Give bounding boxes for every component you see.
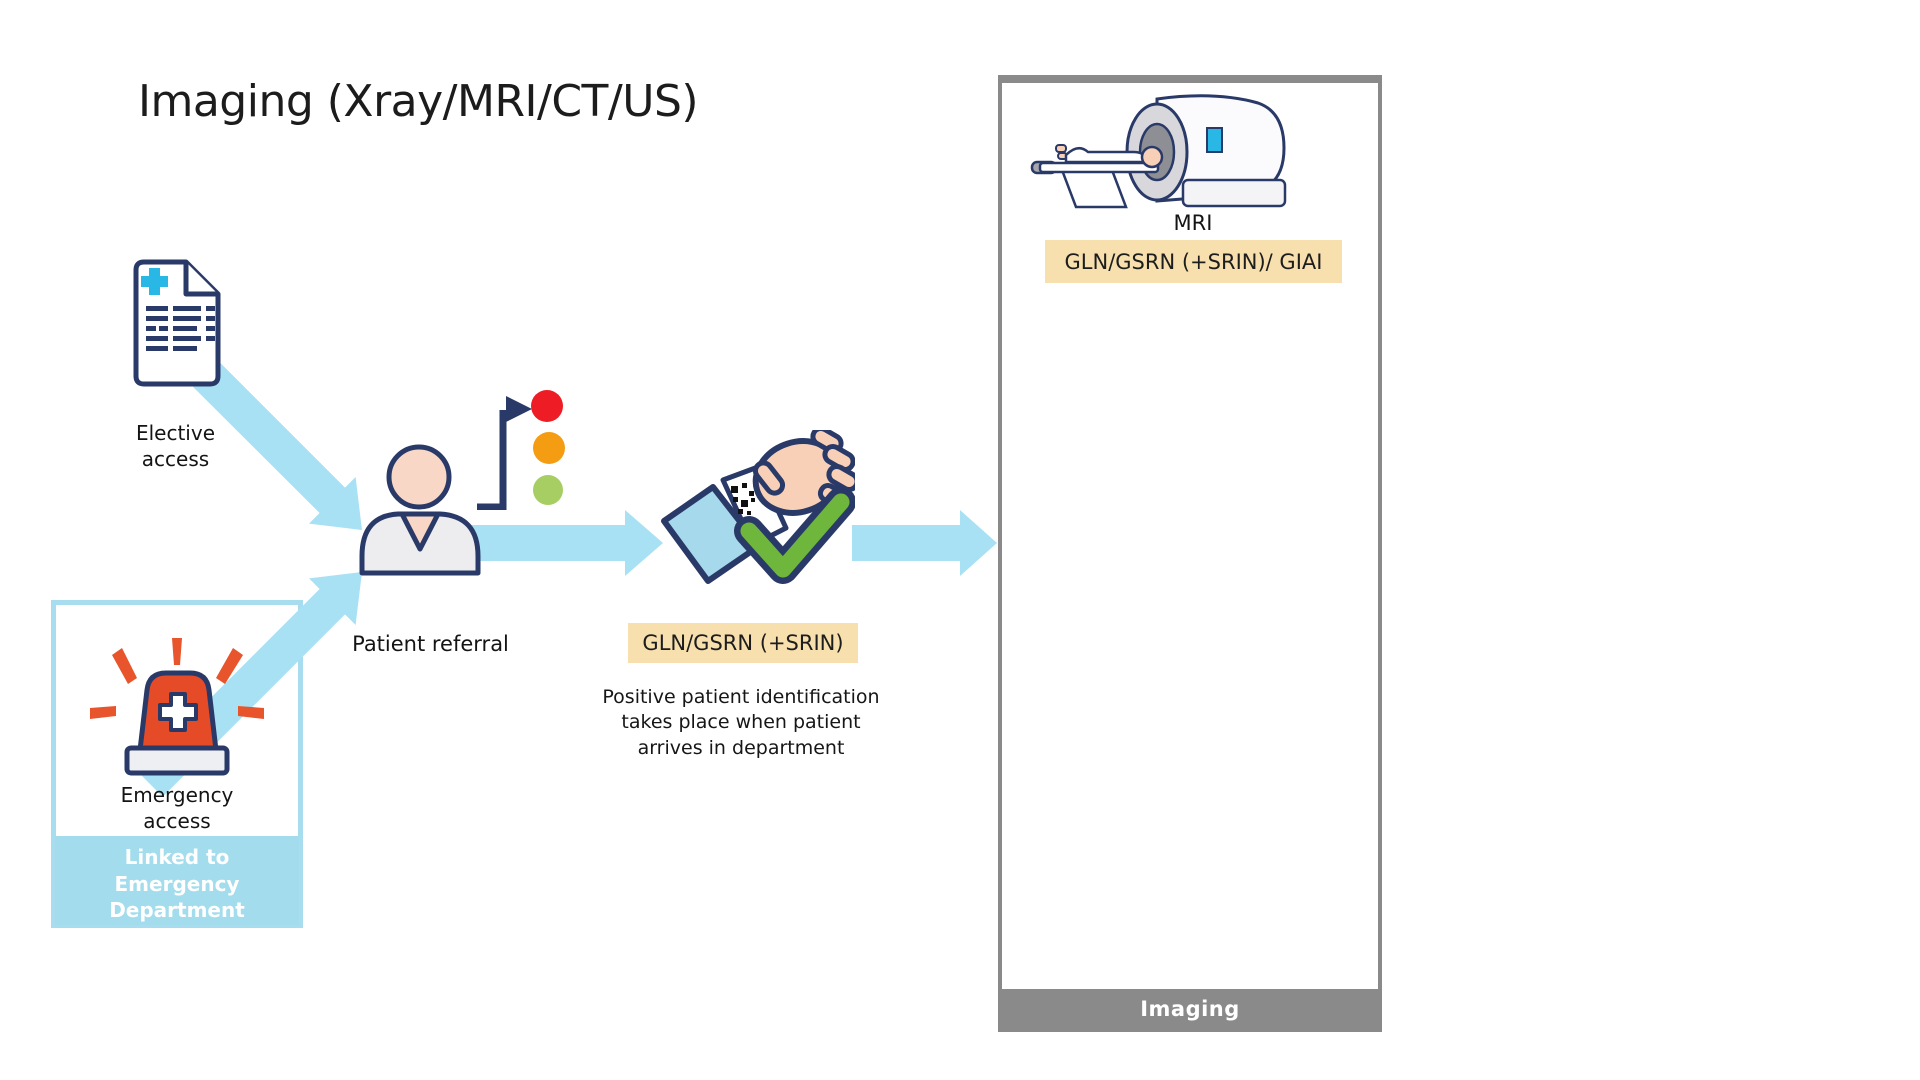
page-title: Imaging (Xray/MRI/CT/US) [138,76,699,127]
linked-to-ed-banner: Linked to Emergency Department [55,836,299,925]
traffic-light-red [531,390,563,422]
mri-scanner-icon [1030,94,1287,209]
patient-icon [359,444,481,576]
traffic-light-green [533,475,563,505]
arrow-identification-to-imaging [852,510,997,576]
traffic-light-amber [533,432,565,464]
traffic-light-icon [477,390,565,510]
wristband-qr-pattern [731,483,755,515]
emergency-siren-icon [90,638,264,776]
patient-referral-label: Patient referral [352,632,509,656]
imaging-panel-footer: Imaging [1002,989,1378,1028]
elective-access-label: Elective access [135,421,216,472]
mri-label: MRI [1173,211,1213,235]
emergency-access-label: Emergency access [120,783,234,834]
medical-referral-document-icon [133,259,221,387]
identification-description: Positive patient identification takes pl… [602,686,880,759]
imaging-panel: Imaging [998,75,1382,1032]
linked-to-ed-banner-label: Linked to Emergency Department [109,845,245,923]
traffic-arrow-head [506,396,532,422]
mri-identifier-tag: GLN/GSRN (+SRIN)/ GIAI [1045,240,1342,283]
arrow-referral-to-identification [450,510,663,576]
wristband-scan-check-icon [661,430,855,584]
identification-tag: GLN/GSRN (+SRIN) [628,623,858,663]
